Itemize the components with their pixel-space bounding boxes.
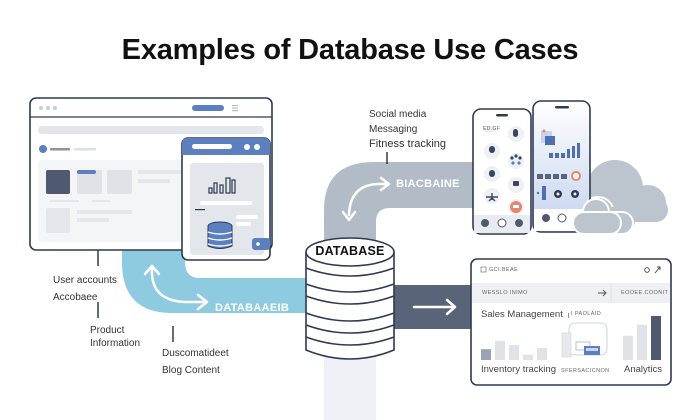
label-information: Information — [90, 338, 141, 349]
product-info-label: Product Information — [90, 322, 140, 352]
label-product: Product — [90, 325, 125, 336]
business-dashboard — [470, 258, 672, 386]
transaction-illustration — [561, 322, 608, 358]
web-path-arrow — [150, 266, 208, 304]
label-blog-content: Blog Content — [162, 365, 220, 376]
central-database — [305, 237, 395, 360]
sales-tag: I PAOLAID — [571, 311, 602, 317]
small-database-icon — [207, 221, 233, 249]
label-social-media: Social media — [369, 109, 427, 120]
inventory-bar-chart — [481, 340, 547, 360]
label-messaging: Messaging — [369, 124, 418, 135]
label-duscomatideet: Duscomatideet — [162, 348, 229, 359]
web-data-path — [122, 245, 312, 313]
bar — [623, 335, 633, 360]
bar — [481, 349, 491, 360]
bar — [651, 316, 661, 360]
mobile-use-case-list: Social media Messaging Fitness tracking — [369, 107, 446, 152]
inventory-tracking-label: Inventory tracking — [481, 364, 556, 375]
dashboard-row-right: EOOEE.COONIT — [621, 290, 669, 296]
bar — [537, 348, 547, 360]
dashboard-row-left: WESSLO INIMO — [482, 290, 528, 296]
label-fitness-tracking: Fitness tracking — [369, 138, 447, 150]
mobile-path-arrow — [347, 182, 390, 217]
analytics-bar-chart — [623, 316, 661, 360]
label-accobaee: Accobaee — [53, 292, 98, 303]
phone-right — [532, 100, 591, 233]
bar — [495, 340, 505, 360]
database-label: DATABASE — [315, 244, 385, 258]
bar — [509, 345, 519, 360]
mobile-data-path — [324, 162, 478, 250]
transaction-label: SFERSACICNON — [561, 368, 610, 374]
page-title: Examples of Database Use Cases — [121, 34, 579, 66]
app-window — [181, 137, 271, 261]
blog-content-label: Duscomatideet Blog Content — [162, 345, 229, 379]
bar — [523, 354, 533, 360]
web-use-case-list: User accounts Accobaee — [53, 272, 117, 306]
dashboard-header-label: GCI.BEAE — [489, 267, 519, 273]
phone-chip: ED.GF — [483, 126, 501, 132]
web-path-label: DATABAAEIB — [215, 302, 290, 314]
mobile-path-label: BIACBAINE — [396, 178, 460, 190]
cloud-icon — [572, 160, 668, 235]
analytics-label: Analytics — [624, 364, 663, 375]
phone-left — [472, 108, 532, 235]
bar — [637, 324, 647, 360]
sales-management-label: Sales Management — [481, 309, 563, 320]
label-user-accounts: User accounts — [53, 275, 117, 286]
